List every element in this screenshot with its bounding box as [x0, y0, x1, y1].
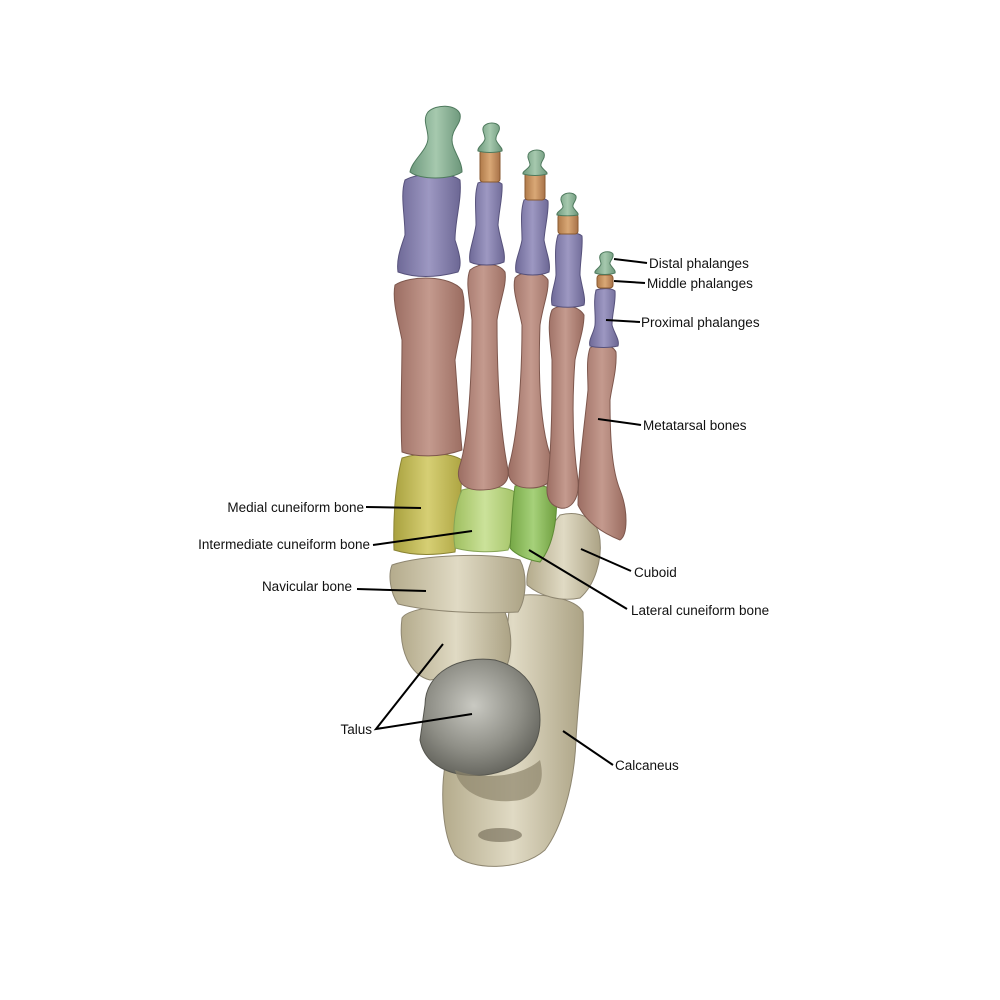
label-metatarsal-bones: Metatarsal bones: [643, 418, 747, 433]
label-proximal-phalanges: Proximal phalanges: [641, 315, 760, 330]
label-navicular-bone: Navicular bone: [261, 579, 352, 594]
intermediate-cuneiform-bone: [453, 486, 517, 553]
leader-medial-cuneiform: [365, 506, 422, 509]
leader-middle-phalanges: [613, 280, 646, 284]
leader-calcaneus: [562, 730, 614, 766]
label-medial-cuneiform-bone: Medial cuneiform bone: [227, 500, 364, 515]
leader-proximal-phalanges: [605, 319, 641, 323]
leader-distal-phalanges: [613, 258, 648, 264]
label-talus: Talus: [340, 722, 372, 737]
leader-cuboid: [580, 548, 632, 572]
metatarsal-bones: [393, 263, 627, 541]
leader-navicular: [356, 588, 427, 592]
label-cuboid: Cuboid: [634, 565, 677, 580]
leader-intermediate-cuneiform: [372, 530, 473, 546]
label-intermediate-cuneiform-bone: Intermediate cuneiform bone: [198, 537, 370, 552]
middle-phalanges: [479, 149, 614, 289]
leader-talus: [373, 643, 473, 731]
leader-lateral-cuneiform: [528, 549, 628, 610]
navicular-bone: [389, 554, 526, 614]
leader-lines: [356, 258, 648, 766]
proximal-phalanges: [397, 173, 619, 348]
distal-phalanges: [409, 105, 616, 275]
medial-cuneiform-bone: [393, 453, 463, 555]
label-calcaneus: Calcaneus: [615, 758, 679, 773]
label-lateral-cuneiform-bone: Lateral cuneiform bone: [631, 603, 770, 618]
label-distal-phalanges: Distal phalanges: [649, 256, 749, 271]
leader-metatarsal-bones: [597, 418, 642, 426]
label-middle-phalanges: Middle phalanges: [647, 276, 753, 291]
